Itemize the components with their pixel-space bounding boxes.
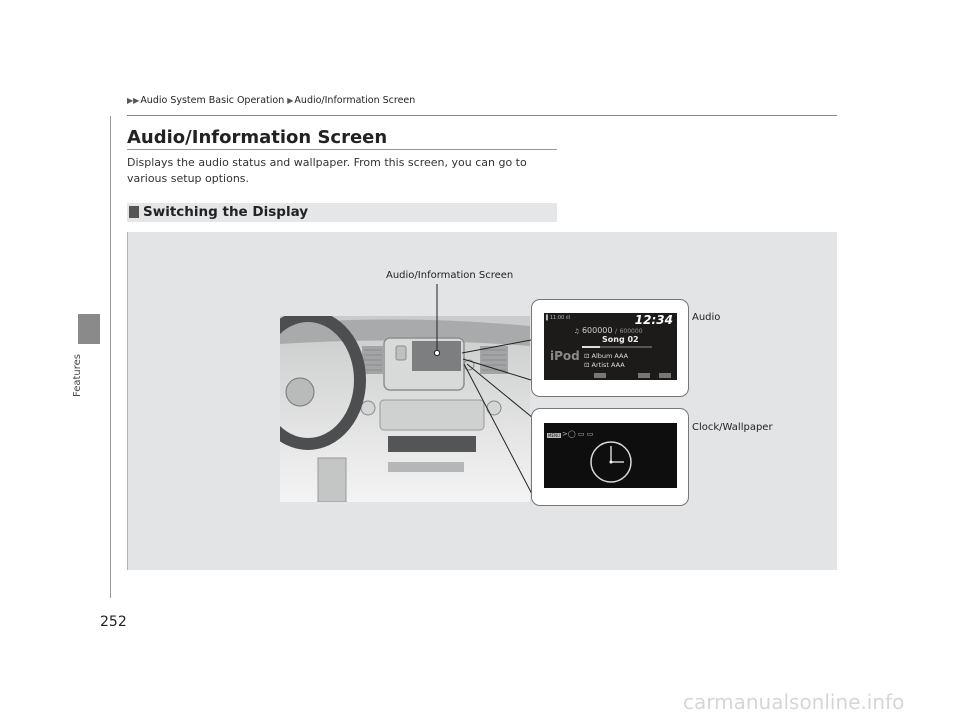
page-number: 252 — [100, 614, 127, 630]
header-rule — [127, 115, 837, 116]
analog-clock-icon — [590, 441, 632, 483]
track-number: ♫ 600000 / 600000 — [574, 326, 643, 335]
status-icons: ▌11:00 ıll — [546, 315, 571, 321]
section-heading: Switching the Display — [143, 204, 309, 220]
album-icon: ⊡ — [584, 352, 590, 360]
soft-key-1 — [594, 373, 606, 378]
progress-bar — [582, 346, 652, 348]
breadcrumb: ▶▶Audio System Basic Operation ▶Audio/In… — [127, 95, 415, 106]
menu-badge: MENU — [547, 433, 561, 438]
artist-icon: ⊡ — [584, 361, 590, 369]
breadcrumb-arrow-icon: ▶▶ — [127, 96, 140, 105]
section-square-icon — [129, 206, 139, 218]
breadcrumb-item-audio-system[interactable]: Audio System Basic Operation — [140, 95, 285, 106]
clock-display: 12:34 — [634, 313, 673, 327]
sidebar-divider — [110, 116, 111, 598]
music-note-icon: ♫ — [574, 328, 580, 335]
soft-key-3 — [659, 373, 671, 378]
figure-left-border — [127, 232, 128, 570]
watermark: carmanualsonline.info — [683, 690, 905, 714]
section-heading-bar: Switching the Display — [127, 203, 557, 222]
label-audio-information-screen: Audio/Information Screen — [386, 270, 514, 281]
section-tab-marker — [78, 314, 100, 344]
label-clock-wallpaper: Clock/Wallpaper — [692, 422, 773, 433]
menu-nav-icons: >◯ ▭ ▭ — [562, 430, 594, 438]
title-rule — [127, 149, 557, 150]
clock-wallpaper-screen: MENU >◯ ▭ ▭ — [544, 423, 677, 488]
song-title: Song 02 — [602, 335, 639, 344]
album-line: ⊡ Album AAA — [584, 352, 629, 360]
soft-key-2 — [638, 373, 650, 378]
breadcrumb-arrow-icon: ▶ — [287, 96, 294, 105]
audio-screen: ▌11:00 ıll 12:34 ♫ 600000 / 600000 Song … — [544, 313, 677, 380]
intro-paragraph: Displays the audio status and wallpaper.… — [127, 156, 527, 185]
breadcrumb-item-current[interactable]: Audio/Information Screen — [294, 95, 416, 106]
clock-callout: MENU >◯ ▭ ▭ — [531, 408, 689, 506]
label-audio: Audio — [692, 312, 721, 323]
audio-callout: ▌11:00 ıll 12:34 ♫ 600000 / 600000 Song … — [531, 299, 689, 397]
page-title: Audio/Information Screen — [127, 127, 388, 148]
source-logo: iPod — [550, 349, 580, 363]
artist-line: ⊡ Artist AAA — [584, 361, 625, 369]
